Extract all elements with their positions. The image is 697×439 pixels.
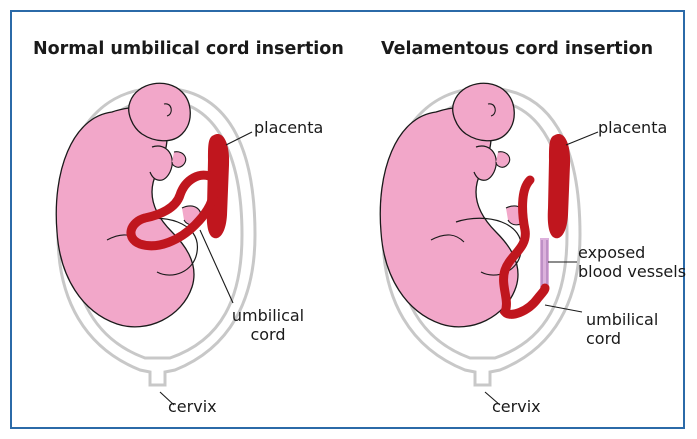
left-label-cervix: cervix: [168, 397, 217, 416]
right-panel-title: Velamentous cord insertion: [381, 39, 653, 59]
left-panel-title: Normal umbilical cord insertion: [33, 39, 344, 59]
left-label-umbilical-cord: umbilical cord: [228, 306, 308, 344]
left-label-placenta: placenta: [254, 118, 323, 137]
left-placenta: [207, 134, 229, 238]
right-placenta: [548, 134, 570, 238]
right-label-cervix: cervix: [492, 397, 541, 416]
right-label-umbilical-cord: umbilical cord: [586, 310, 666, 348]
right-label-exposed-blood-vessels: exposed blood vessels: [578, 243, 688, 281]
right-exposed-blood-vessels: [540, 238, 549, 290]
right-label-placenta: placenta: [598, 118, 667, 137]
